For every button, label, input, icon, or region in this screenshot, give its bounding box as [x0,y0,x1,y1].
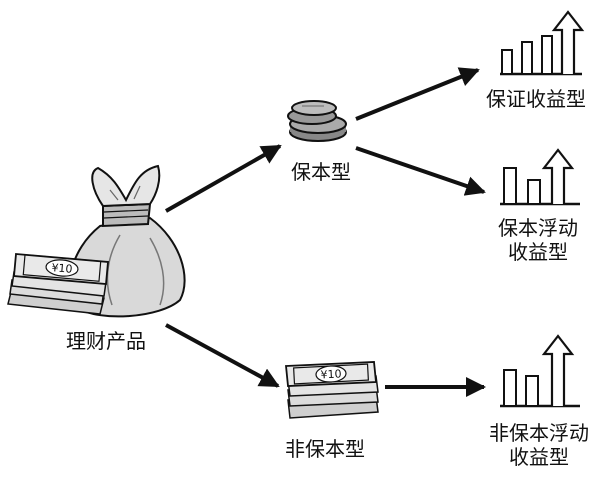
rising-bar-chart-icon-2 [500,148,580,206]
banknote-stack [7,253,109,315]
root-label: 理财产品 [66,329,146,353]
guaranteed-label: 保本型 [291,160,351,184]
non-guaranteed-label: 非保本型 [285,437,365,461]
floating-guaranteed-label-line2: 收益型 [508,240,568,264]
floating-non-guaranteed-label-line2: 收益型 [509,445,569,469]
coin-stack-icon [287,100,347,142]
money-bag-with-cash-icon: ¥10 [7,164,186,318]
cash-amount-text: ¥10 [320,367,342,381]
arrow-root-to-non-guaranteed [165,323,280,388]
floating-guaranteed-label-line1: 保本浮动 [498,216,578,240]
fixed-return-label: 保证收益型 [486,87,586,111]
arrow-guaranteed-to-floating [355,146,486,196]
cash-stack-icon: ¥10 [285,361,379,419]
rising-bar-chart-icon-3 [500,334,580,408]
banknote-amount-text: ¥10 [51,261,73,276]
arrow-root-to-guaranteed [165,144,282,213]
floating-non-guaranteed-label-line1: 非保本浮动 [489,421,589,445]
arrow-guaranteed-to-fixed-return [355,67,480,121]
rising-bar-chart-icon-1 [500,10,585,76]
